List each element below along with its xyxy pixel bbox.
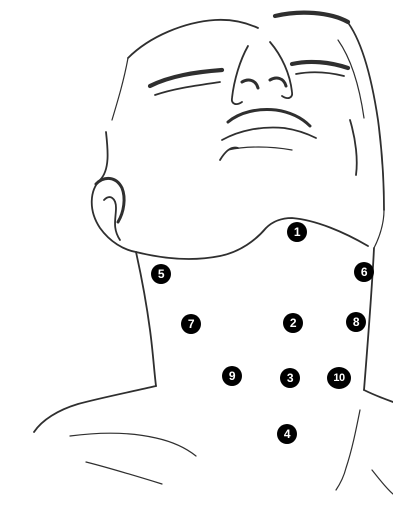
clavicle-left-lower (86, 462, 162, 484)
marker-9: 9 (222, 366, 242, 386)
head-outline-right (346, 20, 384, 210)
hairline-right (275, 13, 348, 22)
ear-inner (104, 197, 120, 240)
cheek-line-left (112, 58, 128, 120)
marker-8: 8 (346, 312, 366, 332)
right-eye-crease (296, 72, 344, 76)
shoulder-left (34, 386, 156, 432)
clavicle-left (70, 433, 196, 456)
jawline (136, 218, 368, 259)
head-outline-left (128, 20, 258, 58)
sternal-line (336, 410, 360, 490)
nostril-right (270, 78, 286, 86)
marker-1: 1 (287, 222, 307, 242)
nose-left (232, 46, 248, 104)
shoulder-right (364, 390, 393, 402)
left-eye-crease (155, 82, 220, 95)
chest-right (372, 470, 393, 494)
nose-right (270, 42, 292, 98)
marker-7: 7 (181, 314, 201, 334)
marker-5: 5 (151, 264, 171, 284)
ear-helix (96, 178, 124, 222)
marker-10: 10 (327, 367, 351, 389)
jaw-right-upper (374, 210, 384, 248)
marker-4: 4 (277, 424, 297, 444)
ear-outer (92, 132, 136, 252)
chin-contour (220, 148, 238, 161)
nostril-left (242, 80, 258, 88)
marker-2: 2 (283, 313, 303, 333)
right-eyelid (292, 62, 348, 68)
cheek-line-right (350, 120, 357, 175)
mouth-line (222, 128, 316, 141)
marker-6: 6 (354, 262, 374, 282)
head-outline-right-inner (338, 40, 364, 118)
marker-3: 3 (280, 368, 300, 388)
upper-lip (228, 110, 310, 127)
